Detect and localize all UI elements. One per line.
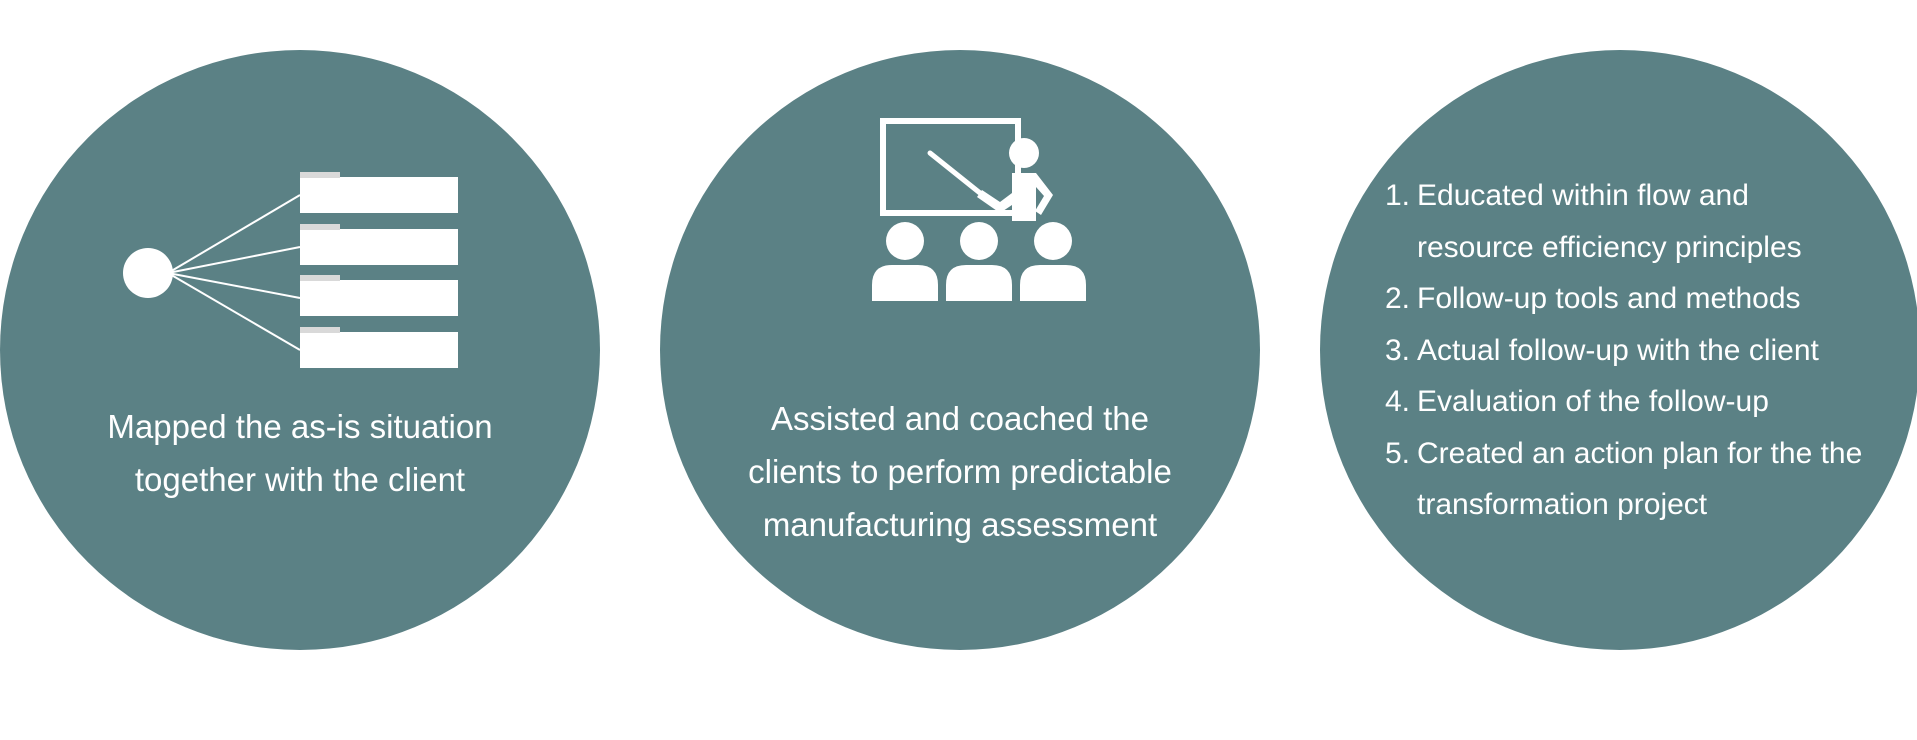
classroom-presentation-icon: [872, 118, 1086, 301]
caption-line: together with the client: [134, 461, 466, 498]
step-text: Evaluation of the follow-up: [1417, 385, 1769, 418]
step-item: 3. Actual follow-up with the client: [1385, 325, 1867, 377]
panel-steps-circle: 1. Educated within flow and resource eff…: [1320, 50, 1917, 650]
step-text: Actual follow-up with the client: [1417, 333, 1819, 367]
step-number: 5.: [1385, 436, 1411, 470]
caption-line: manufacturing assessment: [762, 506, 1158, 543]
steps-list: 1. Educated within flow and resource eff…: [1385, 170, 1867, 531]
step-item: 5. Created an action plan for the the tr…: [1385, 428, 1867, 531]
step-number: 2.: [1385, 282, 1411, 315]
step-text: Follow-up tools and methods: [1417, 282, 1801, 315]
panel-coaching-caption: Assisted and coached the clients to perf…: [710, 392, 1210, 551]
caption-line: clients to perform predictable: [748, 453, 1172, 490]
caption-line: Mapped the as-is situation: [107, 408, 493, 445]
hierarchy-icon: [123, 172, 458, 368]
step-number: 4.: [1385, 385, 1411, 418]
panel-mapping-circle: Mapped the as-is situation together with…: [0, 50, 600, 650]
step-text: Created an action plan for the the trans…: [1417, 436, 1863, 522]
step-item: 1. Educated within flow and resource eff…: [1385, 170, 1867, 273]
step-text: Educated within flow and resource effici…: [1417, 179, 1802, 264]
panel-mapping-caption: Mapped the as-is situation together with…: [50, 400, 550, 506]
step-item: 4. Evaluation of the follow-up: [1385, 376, 1867, 428]
panel-coaching-circle: Assisted and coached the clients to perf…: [660, 50, 1260, 650]
step-number: 1.: [1385, 179, 1411, 212]
step-number: 3.: [1385, 333, 1411, 367]
step-item: 2. Follow-up tools and methods: [1385, 273, 1867, 325]
caption-line: Assisted and coached the: [771, 400, 1149, 437]
